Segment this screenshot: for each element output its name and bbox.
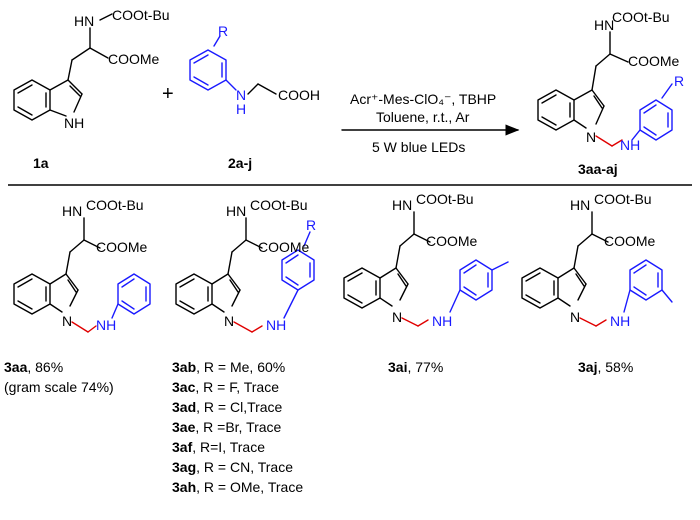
reactant-1a-structure <box>13 13 113 121</box>
product-ester-label: COOMe <box>628 53 680 69</box>
reactant-1a-hn-label: HN <box>74 13 94 29</box>
3ai-nh-label: NH <box>432 313 452 329</box>
caption-3ah: 3ah, R = OMe, Trace <box>172 479 303 495</box>
3ai-boc-label: COOt-Bu <box>416 191 474 207</box>
3ai-n-label: N <box>392 309 402 325</box>
compound-label-1a: 1a <box>33 155 49 171</box>
product-r-label: R <box>674 73 684 89</box>
product-structure <box>537 31 673 147</box>
3ab-nh-label: NH <box>266 317 286 333</box>
caption-3ac: 3ac, R = F, Trace <box>172 379 279 395</box>
product-3ab-structure <box>175 217 315 333</box>
3aj-nh-label: NH <box>610 313 630 329</box>
caption-3ae: 3ae, R =Br, Trace <box>172 419 282 435</box>
3aj-boc-label: COOt-Bu <box>594 191 652 207</box>
compound-label-3aa-aj: 3aa-aj <box>578 161 618 177</box>
3ab-boc-label: COOt-Bu <box>250 197 308 213</box>
caption-3ag: 3ag, R = CN, Trace <box>172 459 293 475</box>
3aj-hn-label: HN <box>570 197 590 213</box>
product-3ai-structure <box>343 211 509 327</box>
caption-3aa-id: 3aa <box>4 359 28 375</box>
reactant-2-r-label: R <box>218 23 228 39</box>
3aa-ester-label: COOMe <box>96 239 148 255</box>
conditions-line-3: 5 W blue LEDs <box>372 139 465 155</box>
3ab-n-label: N <box>224 313 234 329</box>
caption-3af: 3af, R=I, Trace <box>172 439 265 455</box>
caption-3aa: 3aa, 86% <box>4 359 63 375</box>
reactant-2-n-label: N <box>236 87 246 103</box>
product-n-label: N <box>586 129 596 145</box>
3ai-ester-label: COOMe <box>426 233 478 249</box>
product-hn-label: HN <box>594 17 614 33</box>
3ai-hn-label: HN <box>392 197 412 213</box>
caption-3ai: 3ai, 77% <box>388 359 443 375</box>
caption-3ab: 3ab, R = Me, 60% <box>172 359 285 375</box>
reactant-2-structure <box>189 35 277 95</box>
conditions-line-2: Toluene, r.t., Ar <box>376 109 470 125</box>
3ab-ester-label: COOMe <box>258 239 310 255</box>
3aj-ester-label: COOMe <box>604 233 656 249</box>
3aj-n-label: N <box>570 309 580 325</box>
3aa-boc-label: COOt-Bu <box>86 197 144 213</box>
product-nh-label: NH <box>620 137 640 153</box>
reactant-1a-ester-label: COOMe <box>108 51 160 67</box>
3aa-nh-label: NH <box>96 317 116 333</box>
plus-sign: + <box>162 83 174 105</box>
caption-3aj: 3aj, 58% <box>578 359 633 375</box>
3ab-r-label: R <box>306 217 316 233</box>
compound-label-2a-j: 2a-j <box>228 155 252 171</box>
3aa-n-label: N <box>62 313 72 329</box>
3ab-hn-label: HN <box>226 203 246 219</box>
reactant-2-h-label: H <box>236 101 246 117</box>
reactant-1a-boc-label: COOt-Bu <box>112 7 170 23</box>
conditions-line-1: Acr⁺-Mes-ClO₄⁻, TBHP <box>350 91 496 107</box>
product-boc-label: COOt-Bu <box>612 9 670 25</box>
caption-3aa-note: (gram scale 74%) <box>4 379 114 395</box>
reactant-1a-nh-label: NH <box>64 115 84 131</box>
3aa-hn-label: HN <box>62 203 82 219</box>
caption-3ad: 3ad, R = Cl,Trace <box>172 399 283 415</box>
product-3aj-structure <box>521 211 673 327</box>
reactant-2-acid-label: COOH <box>278 87 320 103</box>
caption-3aa-value: , 86% <box>27 359 63 375</box>
product-3aa-structure <box>13 217 151 333</box>
